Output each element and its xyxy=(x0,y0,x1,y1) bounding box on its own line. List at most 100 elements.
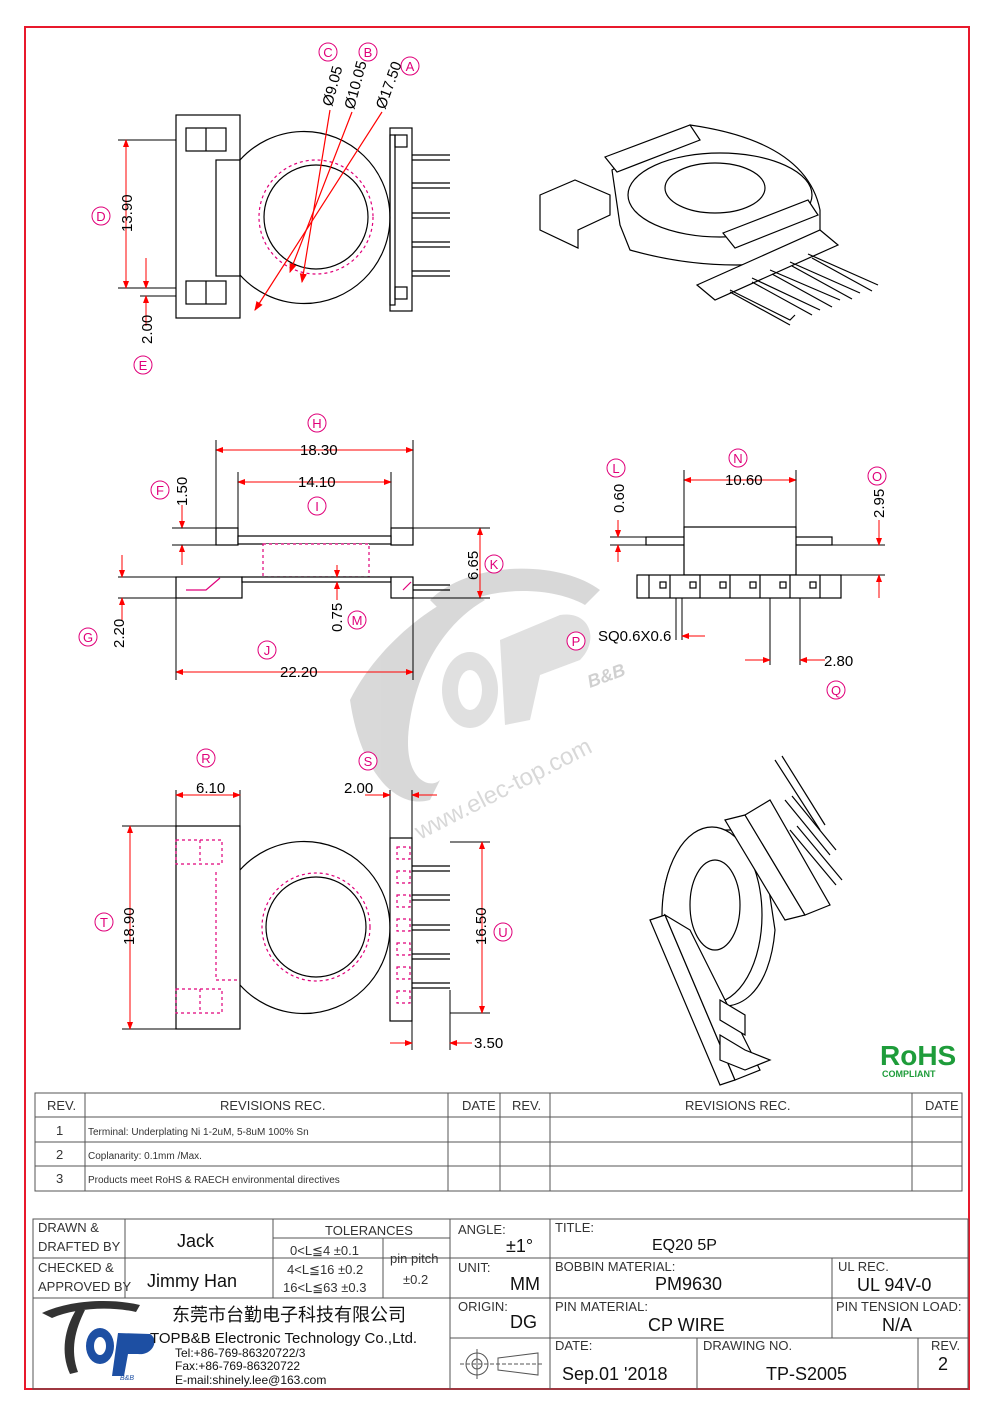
label-H: H xyxy=(312,416,321,431)
circle-labels xyxy=(78,42,887,942)
tolerances-title: TOLERANCES xyxy=(325,1223,413,1238)
company-email: E-mail:shinely.lee@163.com xyxy=(175,1373,326,1387)
bobbin-value: PM9630 xyxy=(655,1274,722,1294)
company-tel: Tel:+86-769-86320722/3 xyxy=(175,1346,306,1360)
watermark-url: www.elec-top.com xyxy=(410,733,597,846)
dim-d200: 2.00 xyxy=(139,315,156,344)
dim-d1830: 18.30 xyxy=(300,442,338,459)
company-fax: Fax:+86-769-86320722 xyxy=(175,1359,300,1373)
dim-d150: 1.50 xyxy=(174,477,191,506)
rev-header-date-2: DATE xyxy=(925,1098,959,1113)
date-label: DATE: xyxy=(555,1338,592,1353)
origin-label: ORIGIN: xyxy=(458,1299,508,1314)
unit-label: UNIT: xyxy=(458,1260,491,1275)
pin-material-value: CP WIRE xyxy=(648,1315,725,1335)
title-block xyxy=(32,1218,969,1390)
top-view xyxy=(175,114,450,319)
drawing-no-value: TP-S2005 xyxy=(766,1364,847,1384)
dim-d295: 2.95 xyxy=(871,489,888,518)
label-B: B xyxy=(364,45,373,60)
label-C: C xyxy=(323,45,332,60)
logo-sub: B&B xyxy=(120,1375,134,1382)
diameter-leaders xyxy=(254,109,383,312)
dim-d220: 2.20 xyxy=(111,619,128,648)
front-view xyxy=(175,527,450,599)
drawn-label-2: DRAFTED BY xyxy=(38,1239,121,1254)
dim-phi1005: Ø10.05 xyxy=(341,59,370,111)
rohs-mark: RoHS xyxy=(880,1040,956,1071)
checked-value: Jimmy Han xyxy=(147,1271,237,1291)
label-A: A xyxy=(406,59,415,74)
rev-row-1-num: 1 xyxy=(56,1123,63,1138)
dim-d075: 0.75 xyxy=(329,603,346,632)
dim-d2220: 22.20 xyxy=(280,664,318,681)
date-value: Sep.01 '2018 xyxy=(562,1364,668,1384)
tol-row-1: 0<L≦4 ±0.1 xyxy=(290,1243,359,1258)
label-P: P xyxy=(572,634,581,649)
drawn-value: Jack xyxy=(177,1231,215,1251)
dim-d1060: 10.60 xyxy=(725,472,763,489)
checked-label-1: CHECKED & xyxy=(38,1260,114,1275)
iso-view-bottom xyxy=(649,755,843,1086)
rohs-logo: RoHS COMPLIANT xyxy=(880,1040,956,1079)
ul-label: UL REC. xyxy=(838,1259,889,1274)
side-view xyxy=(636,526,842,599)
label-F: F xyxy=(156,483,164,498)
rev-header-rev-2: REV. xyxy=(512,1098,541,1113)
watermark-brand: B&B xyxy=(585,660,628,692)
side-dims xyxy=(610,470,885,665)
dim-d1890: 18.90 xyxy=(121,907,138,945)
rev-row-2-text: Coplanarity: 0.1mm /Max. xyxy=(88,1151,202,1162)
label-L: L xyxy=(612,461,619,476)
drawn-label-1: DRAWN & xyxy=(38,1220,99,1235)
projection-symbol xyxy=(460,1349,544,1379)
dim-d060: 0.60 xyxy=(611,484,628,513)
label-S: S xyxy=(364,754,373,769)
label-E: E xyxy=(139,358,148,373)
dim-d350: 3.50 xyxy=(474,1035,503,1052)
rev-header-rec: REVISIONS REC. xyxy=(220,1098,325,1113)
rev-row-3-num: 3 xyxy=(56,1171,63,1186)
pin-pitch-tol: ±0.2 xyxy=(403,1272,428,1287)
angle-label: ANGLE: xyxy=(458,1222,506,1237)
rev-row-2-num: 2 xyxy=(56,1147,63,1162)
label-U: U xyxy=(498,925,507,940)
unit-value: MM xyxy=(510,1274,540,1294)
rev-label: REV. xyxy=(931,1338,960,1353)
pin-material-label: PIN MATERIAL: xyxy=(555,1299,648,1314)
origin-value: DG xyxy=(510,1312,537,1332)
dim-d610: 6.10 xyxy=(196,780,225,797)
front-dims xyxy=(118,440,490,680)
dim-d280: 2.80 xyxy=(824,653,853,670)
dim-d1390: 13.90 xyxy=(119,194,136,232)
tension-value: N/A xyxy=(882,1315,912,1335)
watermark: B&B www.elec-top.com xyxy=(350,568,628,846)
rohs-sub: COMPLIANT xyxy=(882,1069,936,1079)
label-K: K xyxy=(490,557,499,572)
bobbin-label: BOBBIN MATERIAL: xyxy=(555,1259,675,1274)
title-label: TITLE: xyxy=(555,1220,594,1235)
dim-d-lines xyxy=(118,139,176,326)
label-J: J xyxy=(264,643,271,658)
rev-header-rev: REV. xyxy=(47,1098,76,1113)
dim-d665: 6.65 xyxy=(465,551,482,580)
dim-d1410: 14.10 xyxy=(298,474,336,491)
label-G: G xyxy=(83,630,93,645)
dim-d200b: 2.00 xyxy=(344,780,373,797)
rev-row-1-text: Terminal: Underplating Ni 1-2uM, 5-8uM 1… xyxy=(88,1127,309,1138)
company-cn: 东莞市台勤电子科技有限公司 xyxy=(172,1305,406,1325)
company-logo: B&B xyxy=(42,1301,155,1382)
label-N: N xyxy=(733,451,742,466)
ul-value: UL 94V-0 xyxy=(857,1275,931,1295)
tol-row-2: 4<L≦16 ±0.2 xyxy=(287,1262,363,1277)
rev-header-rec-2: REVISIONS REC. xyxy=(685,1098,790,1113)
label-R: R xyxy=(201,751,210,766)
pin-pitch-label: pin pitch xyxy=(390,1251,438,1266)
label-O: O xyxy=(872,469,882,484)
company-en: TOPB&B Electronic Technology Co.,Ltd. xyxy=(150,1330,417,1347)
dim-sq: SQ0.6X0.6 xyxy=(598,628,671,645)
label-T: T xyxy=(100,915,108,930)
iso-view-top xyxy=(539,124,879,326)
revisions-table xyxy=(34,1092,963,1192)
